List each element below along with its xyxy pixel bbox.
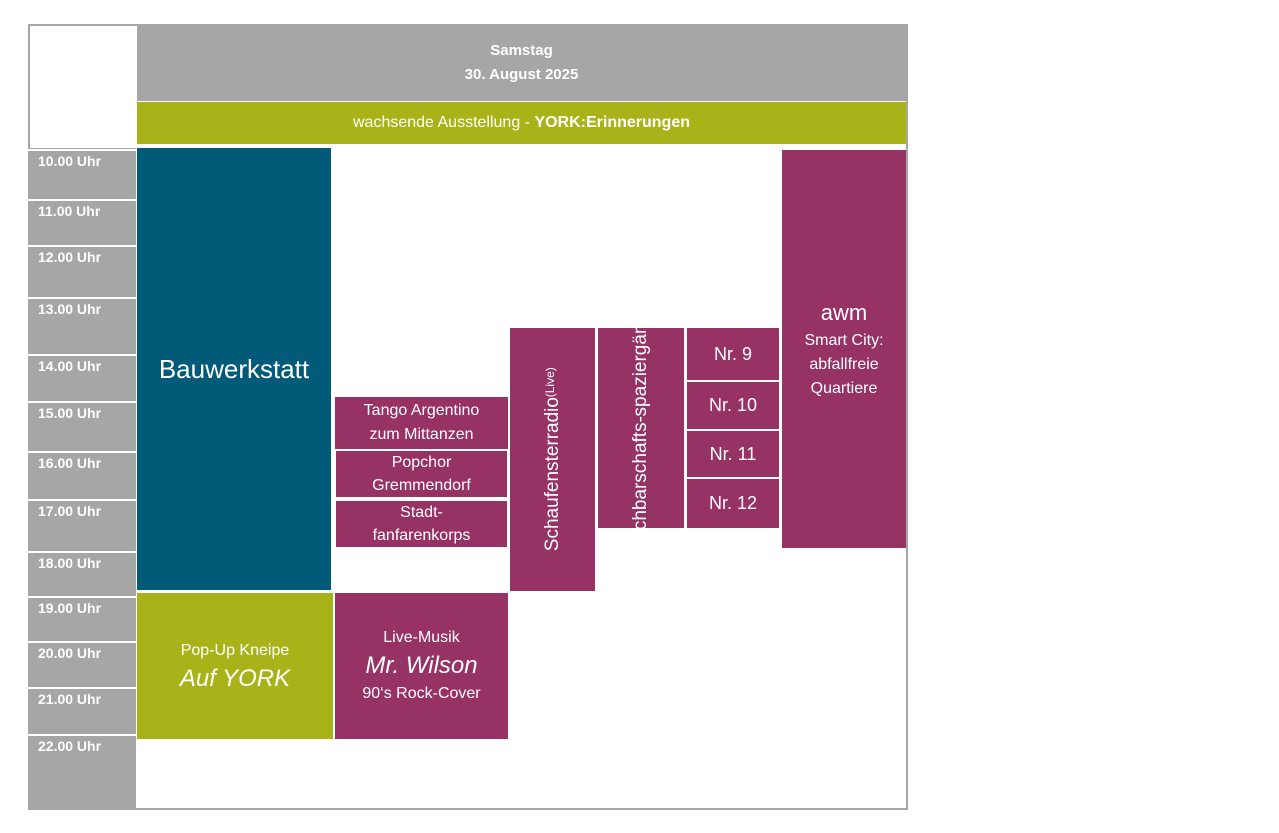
event-line: 90‘s Rock-Cover — [362, 685, 481, 702]
time-label: 15.00 Uhr — [28, 401, 136, 421]
event-line: spaziergänge — [630, 301, 651, 416]
event-line: Live-Musik — [383, 629, 460, 646]
event-line: Smart City: — [804, 332, 884, 349]
event-schaufensterradio[interactable]: Schaufensterradio (Live) — [510, 328, 595, 591]
time-label: 16.00 Uhr — [28, 451, 136, 471]
banner-highlight: YORK:Erinnerungen — [534, 114, 690, 131]
event-line: Stadt- — [400, 504, 443, 521]
time-label: 18.00 Uhr — [28, 551, 136, 571]
event-popchor[interactable]: Popchor Gremmendorf — [335, 450, 508, 498]
time-label: 22.00 Uhr — [28, 734, 136, 754]
time-label: 12.00 Uhr — [28, 245, 136, 265]
event-line: Pop-Up Kneipe — [180, 642, 290, 659]
event-title: Mr. Wilson — [365, 652, 478, 679]
event-line: Nachbarschafts- — [630, 415, 651, 555]
time-label: 10.00 Uhr — [28, 149, 136, 169]
event-title: Auf YORK — [179, 665, 291, 692]
event-title: Schaufensterradio — [541, 397, 563, 552]
event-nr-10[interactable]: Nr. 10 — [687, 382, 779, 429]
event-line: Popchor — [391, 454, 452, 471]
event-title: Bauwerkstatt — [158, 353, 310, 384]
time-label: 14.00 Uhr — [28, 354, 136, 374]
event-sub: (Live) — [542, 367, 557, 398]
event-awm[interactable]: awm Smart City: abfallfreie Quartiere — [782, 150, 906, 548]
time-label: 13.00 Uhr — [28, 297, 136, 317]
header-date: 30. August 2025 — [464, 65, 579, 83]
event-nr-11[interactable]: Nr. 11 — [687, 431, 779, 477]
event-title: Nr. 10 — [708, 395, 758, 415]
time-label: 19.00 Uhr — [28, 596, 136, 616]
event-line: zum Mittanzen — [369, 426, 474, 443]
event-title: Nr. 11 — [709, 443, 757, 464]
banner-prefix: wachsende Ausstellung - — [352, 114, 535, 131]
event-line: Tango Argentino — [363, 402, 480, 419]
event-line: abfallfreie — [809, 356, 879, 373]
vertical-label: Nachbarschafts- spaziergänge — [630, 302, 652, 554]
time-label: 17.00 Uhr — [28, 499, 136, 519]
event-nachbarschaftsspaziergaenge[interactable]: Nachbarschafts- spaziergänge — [598, 302, 684, 554]
exhibition-banner: wachsende Ausstellung - YORK:Erinnerunge… — [137, 102, 906, 144]
event-live-musik[interactable]: Live-Musik Mr. Wilson 90‘s Rock-Cover — [335, 593, 508, 739]
event-nr-12[interactable]: Nr. 12 — [687, 479, 779, 528]
event-title: Nr. 9 — [713, 343, 752, 364]
time-label: 21.00 Uhr — [28, 687, 136, 707]
time-gutter — [28, 148, 136, 810]
event-line: Quartiere — [810, 380, 878, 397]
event-nr-9[interactable]: Nr. 9 — [687, 328, 779, 380]
event-popup-kneipe[interactable]: Pop-Up Kneipe Auf YORK — [137, 593, 333, 739]
vertical-label: Schaufensterradio (Live) — [542, 367, 564, 551]
event-line: Gremmendorf — [372, 477, 471, 494]
event-title: awm — [820, 300, 868, 325]
time-label: 20.00 Uhr — [28, 641, 136, 661]
event-fanfarenkorps[interactable]: Stadt- fanfarenkorps — [335, 500, 508, 548]
time-label: 11.00 Uhr — [28, 199, 136, 219]
header-day: Samstag — [490, 41, 553, 59]
event-tango[interactable]: Tango Argentino zum Mittanzen — [335, 397, 508, 449]
event-line: fanfarenkorps — [372, 527, 471, 544]
event-title: Nr. 12 — [708, 493, 758, 513]
event-bauwerkstatt[interactable]: Bauwerkstatt — [137, 148, 331, 590]
schedule-header: Samstag 30. August 2025 — [137, 24, 906, 101]
